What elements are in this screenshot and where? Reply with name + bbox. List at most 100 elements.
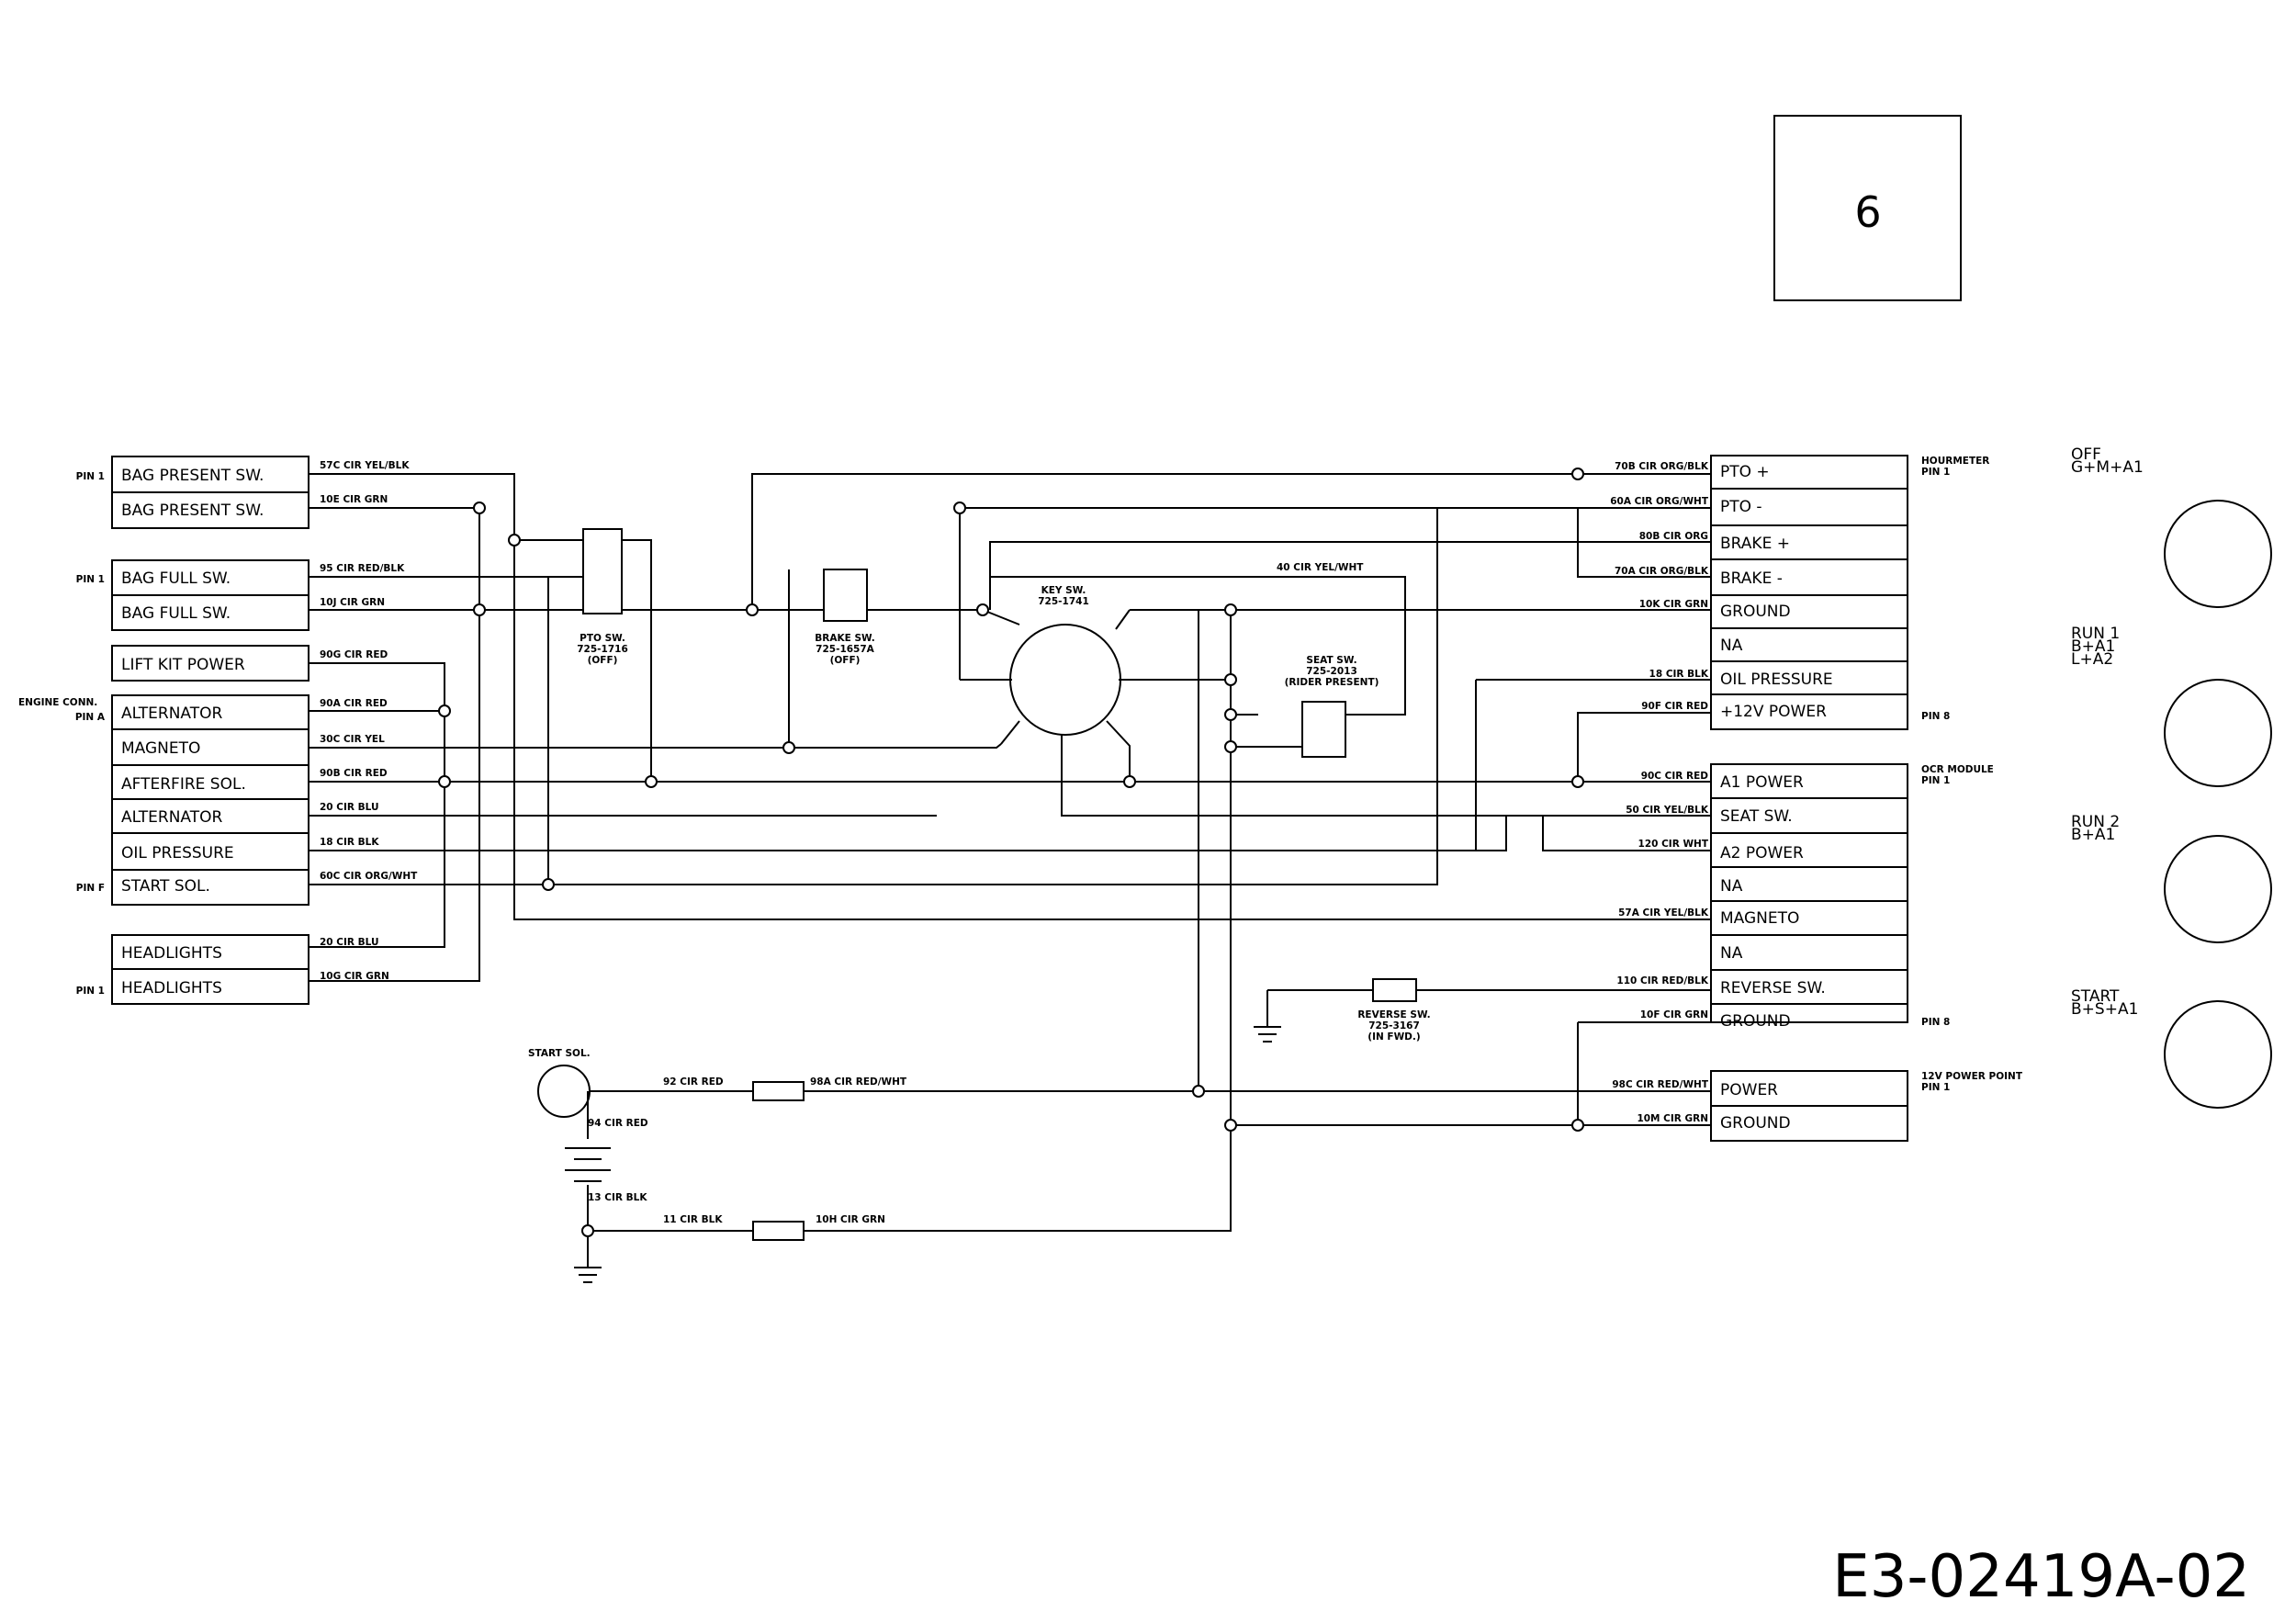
svg-text:725-1657A: 725-1657A — [816, 644, 874, 655]
right-connector-label: REVERSE SW. — [1720, 979, 1826, 997]
right-connector-label: PTO - — [1720, 498, 1762, 516]
wire-40: 40 CIR YEL/WHT — [1277, 562, 1364, 573]
right-connector-label: A2 POWER — [1720, 844, 1804, 862]
right-connector-label: GROUND — [1720, 603, 1791, 621]
left-wire-label: 10J CIR GRN — [320, 597, 385, 608]
svg-text:BRAKE SW.: BRAKE SW. — [815, 633, 874, 644]
right-wire-label: 90F CIR RED — [1641, 701, 1708, 712]
wire-94: 94 CIR RED — [588, 1118, 648, 1129]
right-connector-label: OIL PRESSURE — [1720, 671, 1833, 689]
left-connector-label: MAGNETO — [121, 739, 200, 758]
key-position-title: OFF — [2071, 445, 2101, 464]
right-connector-group — [1710, 455, 1908, 1142]
left-wire-label: 18 CIR BLK — [320, 837, 379, 848]
left-pin-label: PIN F — [76, 883, 105, 894]
right-connector-label: MAGNETO — [1720, 909, 1799, 928]
right-note: HOURMETER — [1921, 456, 1989, 467]
right-wire-label: 60A CIR ORG/WHT — [1610, 496, 1709, 507]
right-connector-label: A1 POWER — [1720, 773, 1804, 792]
page-number: 6 — [1854, 187, 1881, 237]
right-note: PIN 1 — [1921, 467, 1950, 478]
wires — [309, 473, 1711, 1283]
left-connector-labels: BAG PRESENT SW.BAG PRESENT SW.BAG FULL S… — [121, 467, 264, 997]
right-wire-label: 70A CIR ORG/BLK — [1615, 566, 1709, 577]
wire-10h: 10H CIR GRN — [816, 1214, 885, 1225]
left-connector-label: HEADLIGHTS — [121, 944, 222, 963]
wire-11: 11 CIR BLK — [663, 1214, 723, 1225]
svg-text:REVERSE SW.: REVERSE SW. — [1357, 1009, 1430, 1020]
key-position-combo: B+A1 — [2071, 826, 2115, 844]
right-note: PIN 1 — [1921, 1082, 1950, 1093]
left-connector-label: ALTERNATOR — [121, 704, 222, 723]
right-connector-label: PTO + — [1720, 463, 1770, 481]
left-pin-label: PIN A — [75, 712, 106, 723]
right-connector-label: BRAKE - — [1720, 569, 1783, 588]
key-position-combo: B+A1 — [2071, 637, 2115, 656]
right-note: 12V POWER POINT — [1921, 1071, 2023, 1082]
left-wire-label: 30C CIR YEL — [320, 734, 385, 745]
drawing-code: E3-02419A-02 — [1832, 1543, 2250, 1611]
left-wire-label: 60C CIR ORG/WHT — [320, 871, 418, 882]
left-connector-label: BAG FULL SW. — [121, 604, 231, 623]
key-switch-label: KEY SW. 725-1741 — [1038, 585, 1089, 607]
left-wire-label: 10E CIR GRN — [320, 494, 388, 505]
svg-text:PTO SW.: PTO SW. — [580, 633, 625, 644]
svg-text:725-3167: 725-3167 — [1368, 1020, 1420, 1031]
right-wire-label: 10F CIR GRN — [1640, 1009, 1708, 1020]
wire-92: 92 CIR RED — [663, 1076, 724, 1088]
key-position-circle — [2164, 1000, 2272, 1109]
junction-dots — [438, 468, 1584, 1237]
svg-text:(RIDER PRESENT): (RIDER PRESENT) — [1285, 677, 1379, 688]
seat-switch-label: SEAT SW. 725-2013 (RIDER PRESENT) — [1285, 655, 1379, 688]
left-connector-group — [111, 456, 310, 1005]
right-connector-label: POWER — [1720, 1081, 1778, 1099]
svg-text:(OFF): (OFF) — [830, 655, 861, 666]
start-sol-label: START SOL. — [528, 1048, 591, 1059]
brake-switch-label: BRAKE SW. 725-1657A (OFF) — [815, 633, 874, 666]
right-connector-label: NA — [1720, 637, 1743, 655]
left-pin-labels: PIN 1 PIN 1 PIN A PIN F PIN 1 — [75, 471, 106, 997]
key-position-title: RUN 2 — [2071, 813, 2120, 831]
right-connector-label: +12V POWER — [1720, 703, 1827, 721]
right-wire-label: 70B CIR ORG/BLK — [1615, 461, 1709, 472]
key-position-combo: G+M+A1 — [2071, 458, 2144, 477]
left-connector-label: ALTERNATOR — [121, 808, 222, 827]
right-wire-label: 120 CIR WHT — [1638, 839, 1709, 850]
left-wire-label: 57C CIR YEL/BLK — [320, 460, 410, 471]
left-wire-label: 20 CIR BLU — [320, 802, 378, 813]
left-connector-label: START SOL. — [121, 877, 210, 896]
engine-conn-label: ENGINE CONN. — [18, 697, 97, 708]
page-number-box — [1773, 115, 1962, 301]
left-pin-label: PIN 1 — [76, 471, 105, 482]
right-wire-label: 50 CIR YEL/BLK — [1626, 805, 1709, 816]
left-pin-label: PIN 1 — [76, 574, 105, 585]
wire-98a: 98A CIR RED/WHT — [810, 1076, 907, 1088]
right-connector-label: SEAT SW. — [1720, 807, 1793, 826]
right-connector-label: GROUND — [1720, 1012, 1791, 1031]
left-connector-label: HEADLIGHTS — [121, 979, 222, 997]
key-position-combo: L+A2 — [2071, 650, 2113, 669]
left-connector-label: OIL PRESSURE — [121, 844, 234, 862]
key-position-title: START — [2071, 987, 2120, 1006]
right-connector-label: NA — [1720, 877, 1743, 896]
key-position-title: RUN 1 — [2071, 625, 2120, 643]
right-wire-label: 18 CIR BLK — [1649, 669, 1709, 680]
key-position-circle — [2164, 679, 2272, 787]
svg-text:(IN FWD.): (IN FWD.) — [1367, 1031, 1420, 1043]
key-position-circle — [2164, 835, 2272, 943]
left-pin-label: PIN 1 — [76, 986, 105, 997]
svg-text:725-1716: 725-1716 — [577, 644, 628, 655]
left-connector-label: BAG PRESENT SW. — [121, 502, 264, 520]
left-connector-label: AFTERFIRE SOL. — [121, 775, 246, 794]
reverse-switch-label: REVERSE SW. 725-3167 (IN FWD.) — [1357, 1009, 1430, 1043]
left-wire-label: 90A CIR RED — [320, 698, 388, 709]
left-wire-label: 90B CIR RED — [320, 768, 388, 779]
right-wire-label: 10M CIR GRN — [1637, 1113, 1708, 1124]
right-wire-label: 90C CIR RED — [1641, 771, 1709, 782]
svg-text:KEY SW.: KEY SW. — [1041, 585, 1086, 596]
